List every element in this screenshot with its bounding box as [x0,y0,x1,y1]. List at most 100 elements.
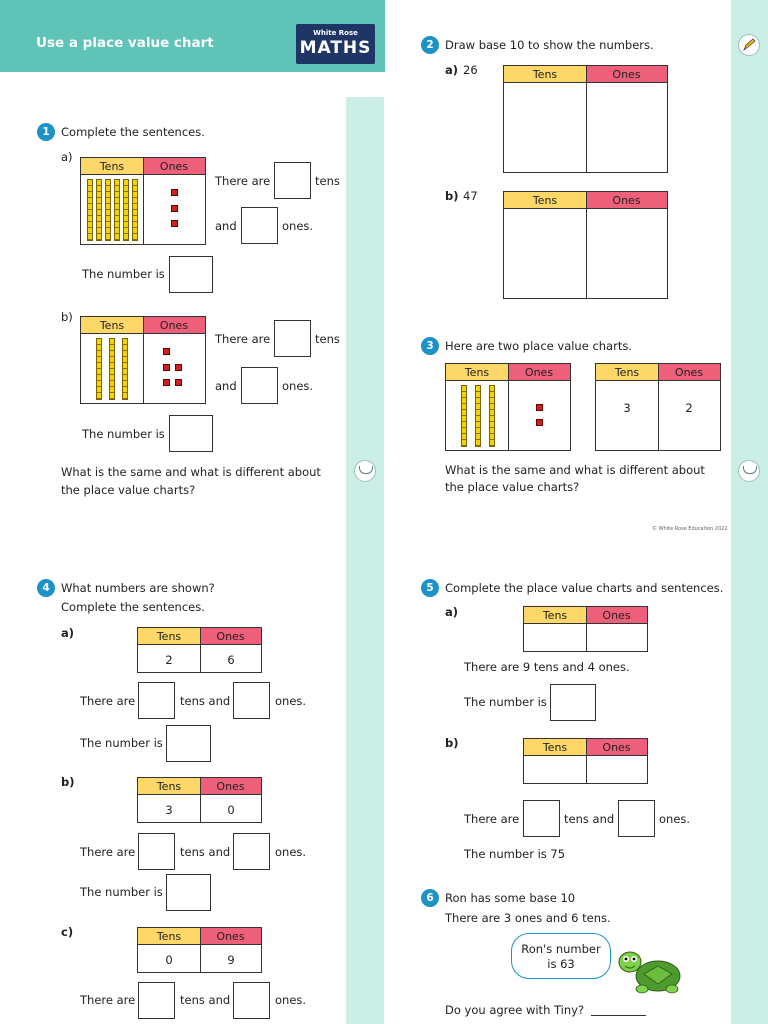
sentence-text: and [215,219,237,233]
ones-header: Ones [586,607,647,624]
right-page-margin-strip [731,0,768,1024]
ones-answer-box[interactable] [233,682,270,719]
sentence-text: ones. [275,993,307,1007]
question-prompt: Complete the sentences. [61,600,205,614]
question-prompt: Do you agree with Tiny? [445,1003,585,1017]
tens-answer-box[interactable] [274,320,311,357]
one-cube [171,205,178,212]
sentence-text: ones. [275,845,307,859]
one-cube [163,348,170,355]
sentence-text: There are [80,694,136,708]
ten-rod [105,179,111,241]
question-prompt: Complete the sentences. [61,125,205,139]
one-cube [171,189,178,196]
tens-value: 3 [165,803,173,817]
number-answer-box[interactable] [166,725,211,762]
tens-value: 2 [165,653,173,667]
blank-place-value-chart[interactable]: Tens Ones [503,191,668,299]
sentence-text: tens [315,174,340,188]
sentence-text: There are [80,993,136,1007]
part-label: a) [61,626,75,640]
ones-header: Ones [586,739,647,756]
question-number-badge: 1 [37,123,55,141]
answer-line[interactable] [591,1015,646,1016]
tens-answer-box[interactable] [138,833,175,870]
header-banner: Use a place value chart White Rose MATHS [0,0,385,72]
sentence-text: There are 9 tens and 4 ones. [464,660,630,674]
tens-header: Tens [446,364,508,381]
sentence-text: There are [464,812,520,826]
part-label: b) [61,775,75,789]
tens-value: 0 [165,953,173,967]
blank-place-value-chart[interactable]: Tens Ones [503,65,668,173]
ten-rod [96,179,102,241]
ones-value: 2 [685,401,693,415]
ten-rod [87,179,93,241]
question-number-badge: 3 [421,337,439,355]
reflection-question: What is the same and what is different a… [61,465,321,479]
ten-rod [475,385,481,447]
question-prompt: Here are two place value charts. [445,339,632,353]
part-label: b) [61,310,73,324]
sentence-text: ones. [282,379,314,393]
tens-header: Tens [504,66,586,83]
blank-place-value-chart[interactable]: Tens Ones [523,738,648,784]
sentence-text: There are [215,332,271,346]
question-prompt: What numbers are shown? [61,581,215,595]
ten-rod [122,338,128,400]
sentence-text: tens [315,332,340,346]
ones-answer-box[interactable] [233,833,270,870]
sentence-text: The number is 75 [464,847,566,861]
blank-place-value-chart[interactable]: Tens Ones [523,606,648,652]
ones-answer-box[interactable] [241,207,278,244]
tens-header: Tens [138,778,200,795]
question-number-badge: 5 [421,579,439,597]
discussion-icon [738,460,760,482]
tens-header: Tens [504,192,586,209]
speech-text: is 63 [547,957,575,971]
ones-header: Ones [200,628,261,645]
tens-answer-box[interactable] [523,800,560,837]
ones-answer-box[interactable] [241,367,278,404]
tens-answer-box[interactable] [138,682,175,719]
tens-answer-box[interactable] [274,162,311,199]
reflection-question: the place value charts? [445,480,580,494]
part-label: a) [445,605,459,619]
sentence-text: tens and [180,993,231,1007]
page-title: Use a place value chart [36,35,214,51]
tens-header: Tens [138,628,200,645]
ten-rod [132,179,138,241]
question-prompt: Draw base 10 to show the numbers. [445,38,654,52]
ones-answer-box[interactable] [618,800,655,837]
ones-header: Ones [200,778,261,795]
ones-answer-box[interactable] [233,982,270,1019]
question-prompt: Ron has some base 10 [445,891,576,905]
logo-line-1: White Rose [313,29,358,37]
ones-header: Ones [143,158,205,175]
place-value-chart: Tens Ones [445,363,571,451]
reflection-question: the place value charts? [61,483,196,497]
pencil-icon [738,34,760,56]
one-cube [163,379,170,386]
tens-header: Tens [81,317,143,334]
ten-rod [109,338,115,400]
tens-header: Tens [138,928,200,945]
tens-answer-box[interactable] [138,982,175,1019]
discussion-icon [354,460,376,482]
number-answer-box[interactable] [550,684,596,721]
ones-header: Ones [586,192,667,209]
question-number-badge: 4 [37,579,55,597]
number-answer-box[interactable] [169,256,213,293]
sentence-text: ones. [659,812,691,826]
tens-value: 3 [623,401,631,415]
sentence-text: The number is [82,427,165,441]
sentence-text: The number is [82,267,165,281]
number-answer-box[interactable] [169,415,213,452]
part-label: b) [445,189,459,203]
part-label: a) [61,150,73,164]
question-number-badge: 6 [421,889,439,907]
one-cube [163,364,170,371]
number-answer-box[interactable] [166,874,211,911]
question-prompt: There are 3 ones and 6 tens. [445,911,611,925]
one-cube [171,220,178,227]
